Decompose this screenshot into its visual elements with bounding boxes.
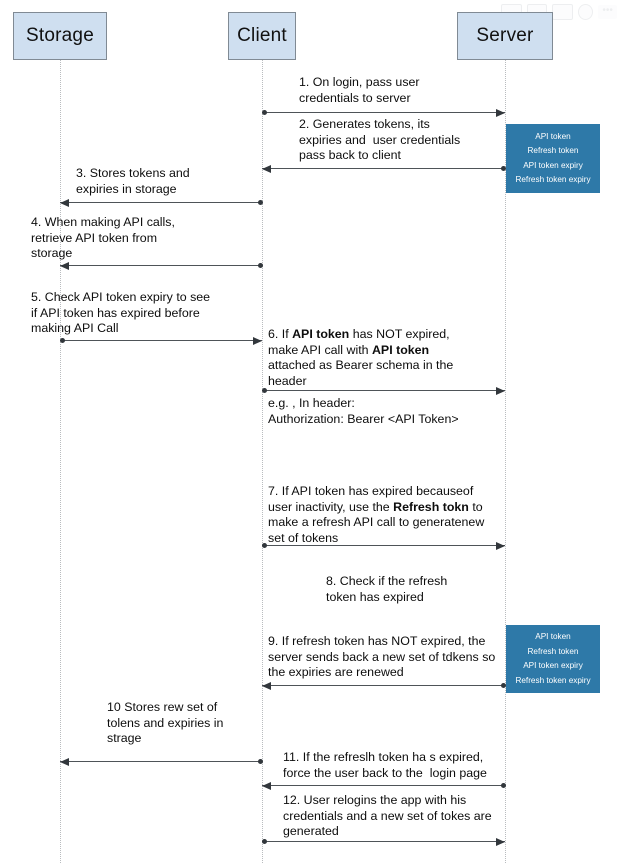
message-arrowhead-9: [262, 681, 271, 690]
message-line-12: [262, 841, 505, 842]
message-label-10: 10 Stores rew set of tolens and expiries…: [107, 700, 224, 746]
message-label-2: 2. Generates tokens, its expiries and us…: [299, 117, 461, 163]
lifeline-storage: [60, 60, 61, 863]
message-line-7: [262, 545, 505, 546]
message-line-3: [60, 202, 262, 203]
toolbar-key-icon: [552, 3, 574, 20]
message-tail-2: [501, 166, 506, 171]
message-line-4: [60, 265, 262, 266]
participant-label: Server: [476, 25, 534, 46]
token-line: API token: [535, 131, 571, 141]
message-arrowhead-12: [496, 837, 505, 846]
message-label-1: 1. On login, pass user credentials to se…: [299, 75, 420, 105]
token-line: Refresh token expiry: [515, 175, 591, 185]
message-label-9: 9. If refresh token has NOT expired, the…: [268, 634, 496, 680]
message-label-7: 7. If API token has expired becauseof us…: [268, 484, 485, 545]
participant-storage[interactable]: Storage: [13, 12, 107, 60]
message-label-11: 11. If the refreslh token ha s expired, …: [283, 750, 487, 780]
message-tail-3: [258, 200, 263, 205]
note-label-note-eg: e.g. , In header: Authorization: Bearer …: [268, 396, 459, 426]
token-line: Refresh token expiry: [515, 675, 591, 685]
message-tail-5: [60, 338, 65, 343]
token-line: API token expiry: [523, 160, 583, 170]
toolbar-more-icon: •••: [598, 4, 617, 19]
message-tail-9: [501, 683, 506, 688]
message-arrowhead-4: [60, 261, 69, 270]
token-line: Refresh token: [527, 146, 579, 156]
token-line: API token: [535, 632, 571, 642]
participant-server[interactable]: Server: [457, 12, 553, 60]
message-tail-10: [258, 759, 263, 764]
message-tail-12: [262, 839, 267, 844]
token-line: Refresh token: [527, 646, 579, 656]
message-arrowhead-6: [496, 386, 505, 395]
message-line-2: [262, 168, 505, 169]
lifeline-client: [262, 60, 263, 863]
message-arrowhead-11: [262, 781, 271, 790]
participant-label: Client: [237, 25, 287, 46]
token-line: API token expiry: [523, 661, 583, 671]
note-label-8: 8. Check if the refresh token has expire…: [326, 574, 448, 604]
message-label-4: 4. When making API calls, retrieve API t…: [31, 215, 175, 261]
participant-client[interactable]: Client: [228, 12, 296, 60]
message-line-1: [262, 112, 505, 113]
message-label-5: 5. Check API token expiry to see if API …: [31, 290, 211, 336]
message-arrowhead-2: [262, 164, 271, 173]
lifeline-server: [505, 60, 506, 863]
message-label-12: 12. User relogins the app with his crede…: [283, 793, 492, 839]
message-arrowhead-1: [496, 108, 505, 117]
message-tail-4: [258, 263, 263, 268]
message-arrowhead-5: [253, 336, 262, 345]
message-label-6: 6. If API token has NOT expired, make AP…: [268, 327, 454, 388]
message-line-5: [60, 340, 262, 341]
toolbar-record-icon: [578, 3, 594, 20]
message-label-3: 3. Stores tokens and expiries in storage: [76, 166, 190, 196]
message-line-10: [60, 761, 262, 762]
message-line-6: [262, 390, 505, 391]
message-tail-6: [262, 388, 267, 393]
message-line-9: [262, 685, 505, 686]
message-tail-1: [262, 110, 267, 115]
message-line-11: [262, 785, 505, 786]
message-tail-11: [501, 783, 506, 788]
message-arrowhead-7: [496, 541, 505, 550]
participant-label: Storage: [26, 25, 94, 46]
message-arrowhead-10: [60, 757, 69, 766]
message-tail-7: [262, 543, 267, 548]
message-arrowhead-3: [60, 198, 69, 207]
